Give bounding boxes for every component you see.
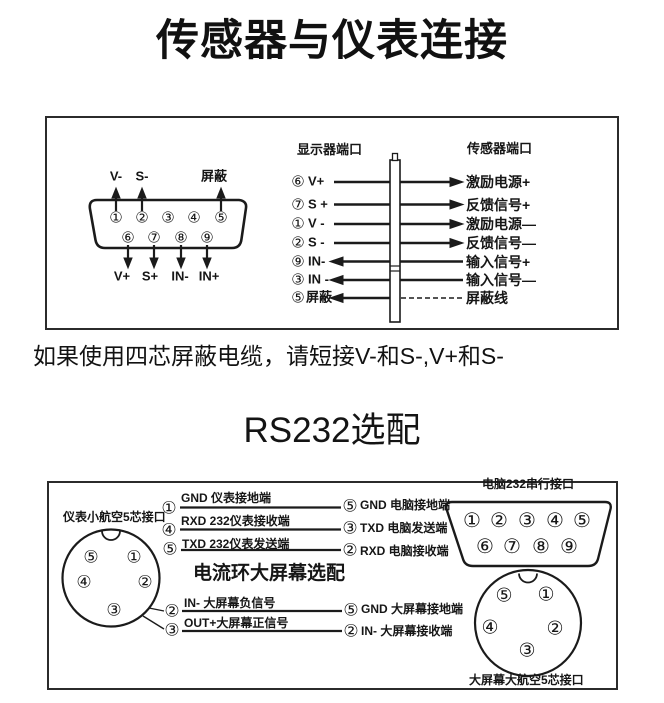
rs232-wires xyxy=(180,506,342,633)
db9-wire-label: IN- xyxy=(171,268,189,284)
row-signal: 屏蔽 xyxy=(306,289,333,305)
row-dest: 反馈信号+ xyxy=(466,196,531,213)
db9-pin: ⑨ xyxy=(560,536,578,558)
db9-computer-outline xyxy=(445,500,612,568)
db9-wire-label: V+ xyxy=(113,268,131,284)
db9-pin: ② xyxy=(490,510,508,532)
db9-pin: ④ xyxy=(546,510,564,532)
wire-left-pin: ⑤ xyxy=(162,539,178,559)
db9-pin: ⑤ xyxy=(214,209,228,227)
wire-right-pin: ② xyxy=(342,540,358,560)
wire-label: OUT+大屏幕正信号 xyxy=(184,616,289,630)
row-dest: 激励电源+ xyxy=(466,173,531,190)
shield-cable-note: 如果使用四芯屏蔽电缆，请短接V-和S-,V+和S- xyxy=(33,343,504,369)
rs232-wiring-diagram-box xyxy=(47,481,618,690)
db9-pin: ⑦ xyxy=(147,229,161,247)
wire-right-label: IN- 大屏幕接收端 xyxy=(361,624,453,638)
db9-pin: ⑧ xyxy=(532,536,550,558)
db9-connector-outline xyxy=(88,198,248,250)
db9-pin: ⑦ xyxy=(503,536,521,558)
wire-right-pin: ② xyxy=(343,621,359,641)
aviation-pin: ② xyxy=(137,572,153,592)
db9-pin: ① xyxy=(463,510,481,532)
aviation-pin: ⑤ xyxy=(83,547,99,567)
wire-right-label: RXD 电脑接收端 xyxy=(360,544,449,558)
row-pin: ⑨ xyxy=(291,253,305,270)
row-pin: ② xyxy=(291,234,305,252)
page-title: 传感器与仪表连接 xyxy=(156,17,508,65)
db9-pin: ③ xyxy=(161,209,175,227)
sensor-wiring-diagram-box xyxy=(45,116,619,330)
wire-label: IN- 大屏幕负信号 xyxy=(184,596,276,610)
row-dest: 激励电源— xyxy=(466,215,536,232)
row-pin: ③ xyxy=(291,271,305,289)
db9-pin: ⑥ xyxy=(476,536,494,558)
row-signal: IN- xyxy=(308,253,326,269)
aviation-pin: ④ xyxy=(76,572,92,592)
wire-right-label: TXD 电脑发送端 xyxy=(360,521,448,535)
row-signal: IN - xyxy=(308,271,329,287)
sensor-port-header: 传感器端口 xyxy=(467,141,533,156)
aviation-pin: ① xyxy=(537,584,555,606)
current-loop-title: 电流环大屏幕选配 xyxy=(193,563,346,584)
aviation-pin: ② xyxy=(546,618,564,640)
computer-serial-label: 电脑232串行接口 xyxy=(482,477,575,491)
aviation-connector-left-outline xyxy=(61,528,165,630)
display-port-header: 显示器端口 xyxy=(297,142,363,157)
row-pin: ⑥ xyxy=(291,173,305,191)
wire-label: TXD 232仪表发送端 xyxy=(182,537,290,551)
bigscreen-connector-label: 大屏幕大航空5芯接口 xyxy=(469,673,584,687)
aviation-pin: ① xyxy=(126,547,142,567)
row-dest: 反馈信号— xyxy=(466,234,536,251)
wire-left-pin: ① xyxy=(161,498,177,518)
db9-wire-label: V- xyxy=(109,168,123,184)
row-signal: V+ xyxy=(308,173,325,189)
bulkhead-bar xyxy=(389,152,401,323)
wire-right-pin: ⑤ xyxy=(342,496,358,516)
db9-pin: ② xyxy=(135,209,149,227)
port-wire-rows xyxy=(328,176,465,304)
db9-pin: ③ xyxy=(518,510,536,532)
db9-wire-label: S+ xyxy=(141,268,159,284)
db9-pin: ⑤ xyxy=(573,510,591,532)
row-pin: ① xyxy=(291,215,305,233)
aviation-pin: ③ xyxy=(106,600,122,620)
db9-wire-label: S- xyxy=(135,168,149,184)
aviation-pin: ③ xyxy=(518,640,536,662)
row-dest: 输入信号— xyxy=(466,271,536,288)
aviation-pin: ④ xyxy=(481,617,499,639)
db9-pin-arrows xyxy=(111,186,226,270)
db9-pin: ⑥ xyxy=(121,229,135,247)
row-dest: 屏蔽线 xyxy=(466,289,508,306)
wire-right-label: GND 电脑接地端 xyxy=(360,498,451,512)
row-signal: S + xyxy=(308,196,328,212)
row-dest: 输入信号+ xyxy=(466,253,531,270)
row-pin: ⑤ xyxy=(291,289,305,307)
db9-pin: ① xyxy=(109,209,123,227)
wire-label: RXD 232仪表接收端 xyxy=(181,514,290,528)
wire-left-pin: ② xyxy=(164,601,180,621)
db9-wire-label: IN+ xyxy=(198,268,220,284)
db9-pin: ⑨ xyxy=(200,229,214,247)
rs232-title: RS232选配 xyxy=(243,411,421,450)
row-pin: ⑦ xyxy=(291,196,305,213)
instrument-connector-label: 仪表小航空5芯接口 xyxy=(63,510,166,524)
wire-left-pin: ③ xyxy=(164,620,180,640)
aviation-connector-right-outline xyxy=(473,568,583,678)
wire-label: GND 仪表接地端 xyxy=(181,491,272,505)
row-signal: S - xyxy=(308,234,325,250)
wire-right-pin: ③ xyxy=(342,518,358,538)
wire-right-label: GND 大屏幕接地端 xyxy=(361,602,464,616)
row-signal: V - xyxy=(308,215,325,231)
wire-right-pin: ⑤ xyxy=(343,600,359,620)
wire-left-pin: ④ xyxy=(161,520,177,540)
db9-pin: ⑧ xyxy=(174,229,188,247)
aviation-pin: ⑤ xyxy=(495,585,513,607)
db9-pin: ④ xyxy=(187,209,201,227)
db9-wire-label: 屏蔽 xyxy=(200,168,228,184)
